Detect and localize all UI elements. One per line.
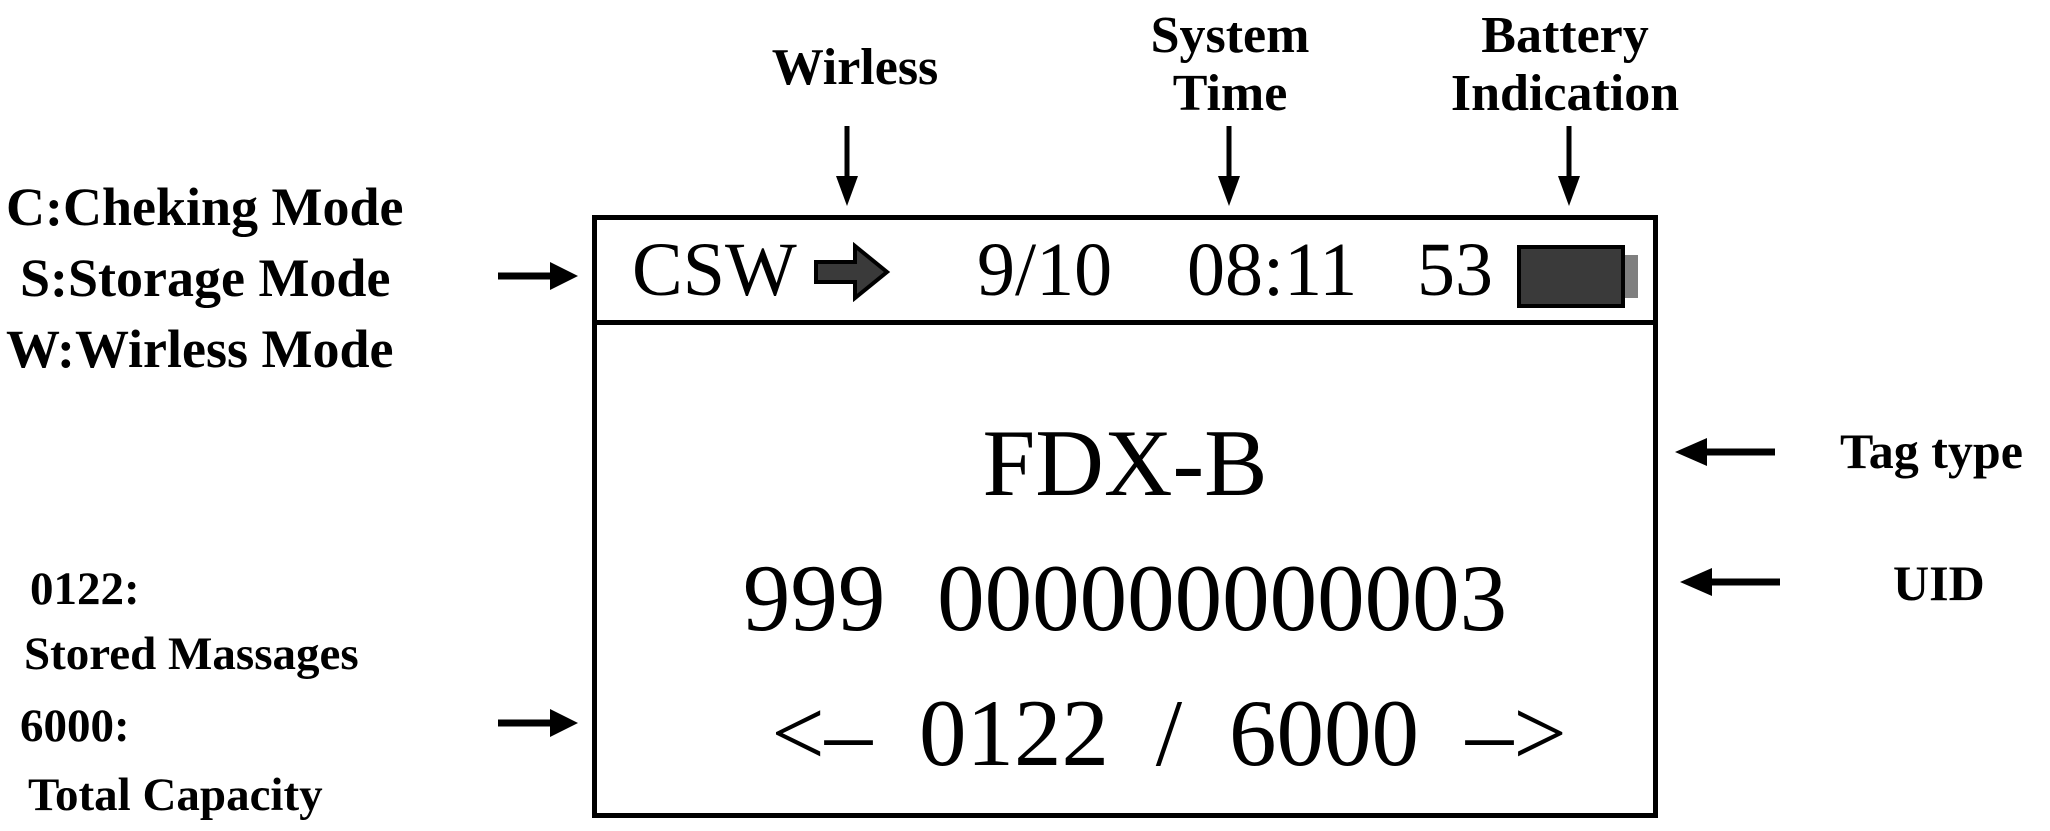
- mode-legend-checking: C:Cheking Mode: [6, 177, 404, 237]
- battery-annotation-line1: Battery: [1481, 7, 1649, 64]
- counter-prev-arrow: <–: [771, 680, 873, 786]
- uid-country-code: 999: [742, 545, 886, 651]
- system-time-annotation-line2: Time: [1172, 65, 1288, 122]
- tag-type-value: FDX-B: [982, 410, 1268, 516]
- arrow-right-icon: [498, 258, 578, 294]
- uid-annotation-label: UID: [1893, 555, 1985, 611]
- tag-type-annotation-label: Tag type: [1840, 423, 2023, 479]
- stored-messages-value: 0122:: [30, 563, 140, 615]
- battery-percent-value: 53: [1417, 228, 1493, 312]
- battery-body: [1517, 245, 1625, 308]
- battery-terminal: [1625, 255, 1638, 298]
- date-value: 9/10: [977, 228, 1113, 312]
- arrow-down-icon: [1216, 126, 1242, 206]
- mode-legend-storage: S:Storage Mode: [20, 248, 391, 308]
- arrow-left-icon: [1675, 434, 1775, 470]
- wireless-transmit-icon: [813, 242, 891, 302]
- arrow-left-icon: [1680, 564, 1780, 600]
- battery-annotation-line2: Indication: [1450, 65, 1680, 122]
- counter-next-arrow: –>: [1465, 680, 1567, 786]
- arrow-down-icon: [834, 126, 860, 206]
- total-capacity-label: Total Capacity: [28, 769, 323, 821]
- uid-value: 999 000000000003: [597, 548, 1653, 648]
- system-time-annotation-line1: System: [1150, 7, 1310, 64]
- arrow-down-icon: [1556, 126, 1582, 206]
- battery-icon: [1517, 245, 1639, 309]
- total-capacity-value: 6000:: [20, 700, 130, 752]
- mode-flags-value: CSW: [632, 228, 797, 312]
- stored-count-value: 0122: [919, 680, 1110, 786]
- uid-serial-number: 000000000003: [937, 545, 1508, 651]
- time-value: 08:11: [1187, 228, 1358, 312]
- arrow-right-icon: [498, 705, 578, 741]
- mode-legend-wireless: W:Wirless Mode: [6, 319, 394, 379]
- record-counter: <– 0122 / 6000 –>: [597, 683, 1697, 783]
- status-bar: CSW 9/10 08:11 53: [597, 220, 1653, 325]
- counter-divider: /: [1155, 680, 1183, 786]
- wireless-annotation-label: Wirless: [771, 39, 939, 96]
- device-display: CSW 9/10 08:11 53 FDX-B 999 000000000003…: [592, 215, 1658, 818]
- capacity-value: 6000: [1228, 680, 1419, 786]
- stored-messages-label: Stored Massages: [24, 628, 359, 680]
